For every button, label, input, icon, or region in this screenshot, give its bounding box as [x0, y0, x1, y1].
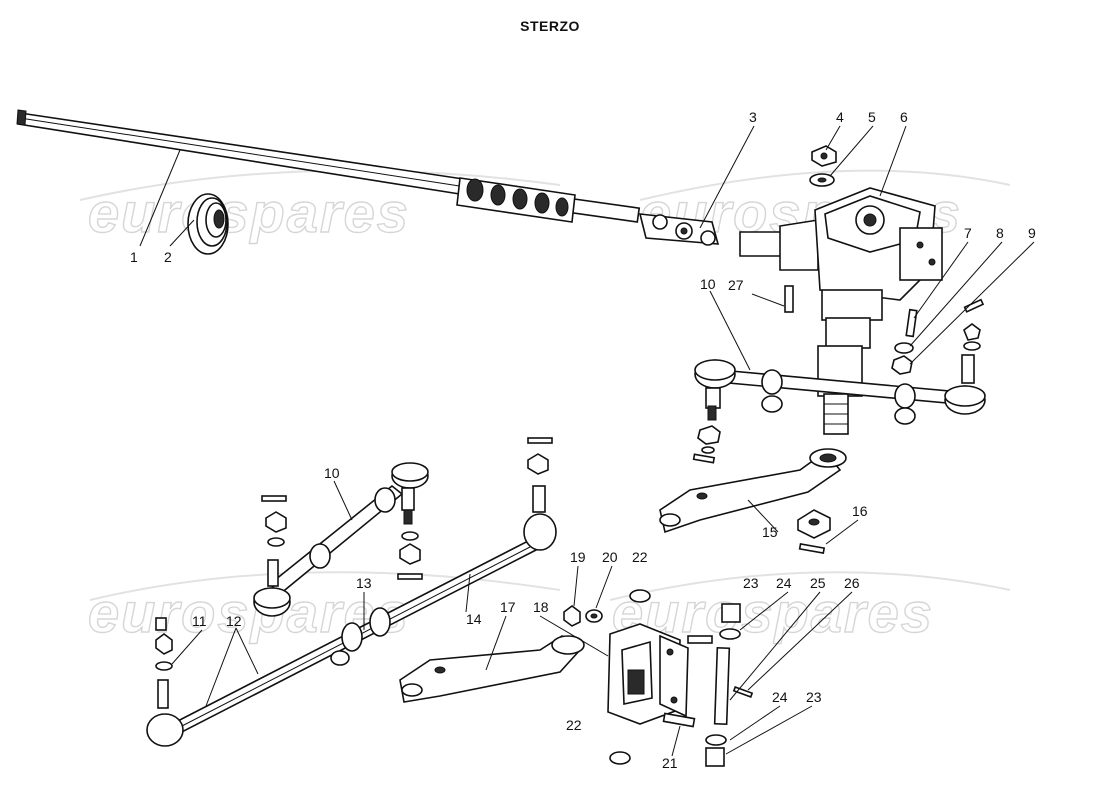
steering-link-lower: [253, 462, 429, 617]
page-title: STERZO: [520, 18, 580, 34]
pitman-arm: [659, 448, 847, 534]
callout-12: 12: [226, 613, 242, 629]
callout-6: 6: [900, 109, 908, 125]
idler-arm: [399, 635, 585, 703]
callout-19: 19: [570, 549, 586, 565]
callout-10-lower: 10: [324, 465, 340, 481]
callout-5: 5: [868, 109, 876, 125]
nut-washer-cap-group: [563, 589, 651, 765]
callout-24-upper: 24: [776, 575, 792, 591]
callout-labels: 1 2 3 4 5 6 7 8 9 10 27 10 11 12 13 14 1…: [130, 109, 1036, 771]
leader-lines: [139, 125, 1035, 757]
universal-joint: [638, 213, 720, 246]
callout-3: 3: [749, 109, 757, 125]
pin-27: [784, 285, 794, 313]
callout-24-lower: 24: [772, 689, 788, 705]
callout-22-upper: 22: [632, 549, 648, 565]
callout-8: 8: [996, 225, 1004, 241]
track-rod: [146, 437, 557, 747]
callout-7: 7: [964, 225, 972, 241]
rubber-grommet: [187, 193, 229, 255]
callout-27: 27: [728, 277, 744, 293]
callout-17: 17: [500, 599, 516, 615]
idler-bracket: [607, 623, 689, 725]
steering-coupling: [456, 177, 576, 223]
callout-18: 18: [533, 599, 549, 615]
callout-2: 2: [164, 249, 172, 265]
callout-23-lower: 23: [806, 689, 822, 705]
callout-25: 25: [810, 575, 826, 591]
callout-1: 1: [130, 249, 138, 265]
pin-washer-nut-group: [891, 298, 985, 375]
callout-16: 16: [852, 503, 868, 519]
callout-21: 21: [662, 755, 678, 771]
callout-20: 20: [602, 549, 618, 565]
callout-23-upper: 23: [743, 575, 759, 591]
callout-15: 15: [762, 524, 778, 540]
callout-13: 13: [356, 575, 372, 591]
callout-26: 26: [844, 575, 860, 591]
nut-and-washer: [809, 145, 837, 187]
callout-22-lower: 22: [566, 717, 582, 733]
castle-nut-and-split-pin: [797, 509, 831, 554]
callout-11: 11: [192, 613, 207, 629]
steering-link-upper: [692, 354, 986, 464]
callout-4: 4: [836, 109, 844, 125]
callout-14: 14: [466, 611, 482, 627]
watermark-text: eurospares: [88, 181, 410, 244]
stud-upper: [687, 635, 713, 644]
stud-21: [662, 712, 696, 728]
callout-10-upper: 10: [700, 276, 716, 292]
callout-9: 9: [1028, 225, 1036, 241]
